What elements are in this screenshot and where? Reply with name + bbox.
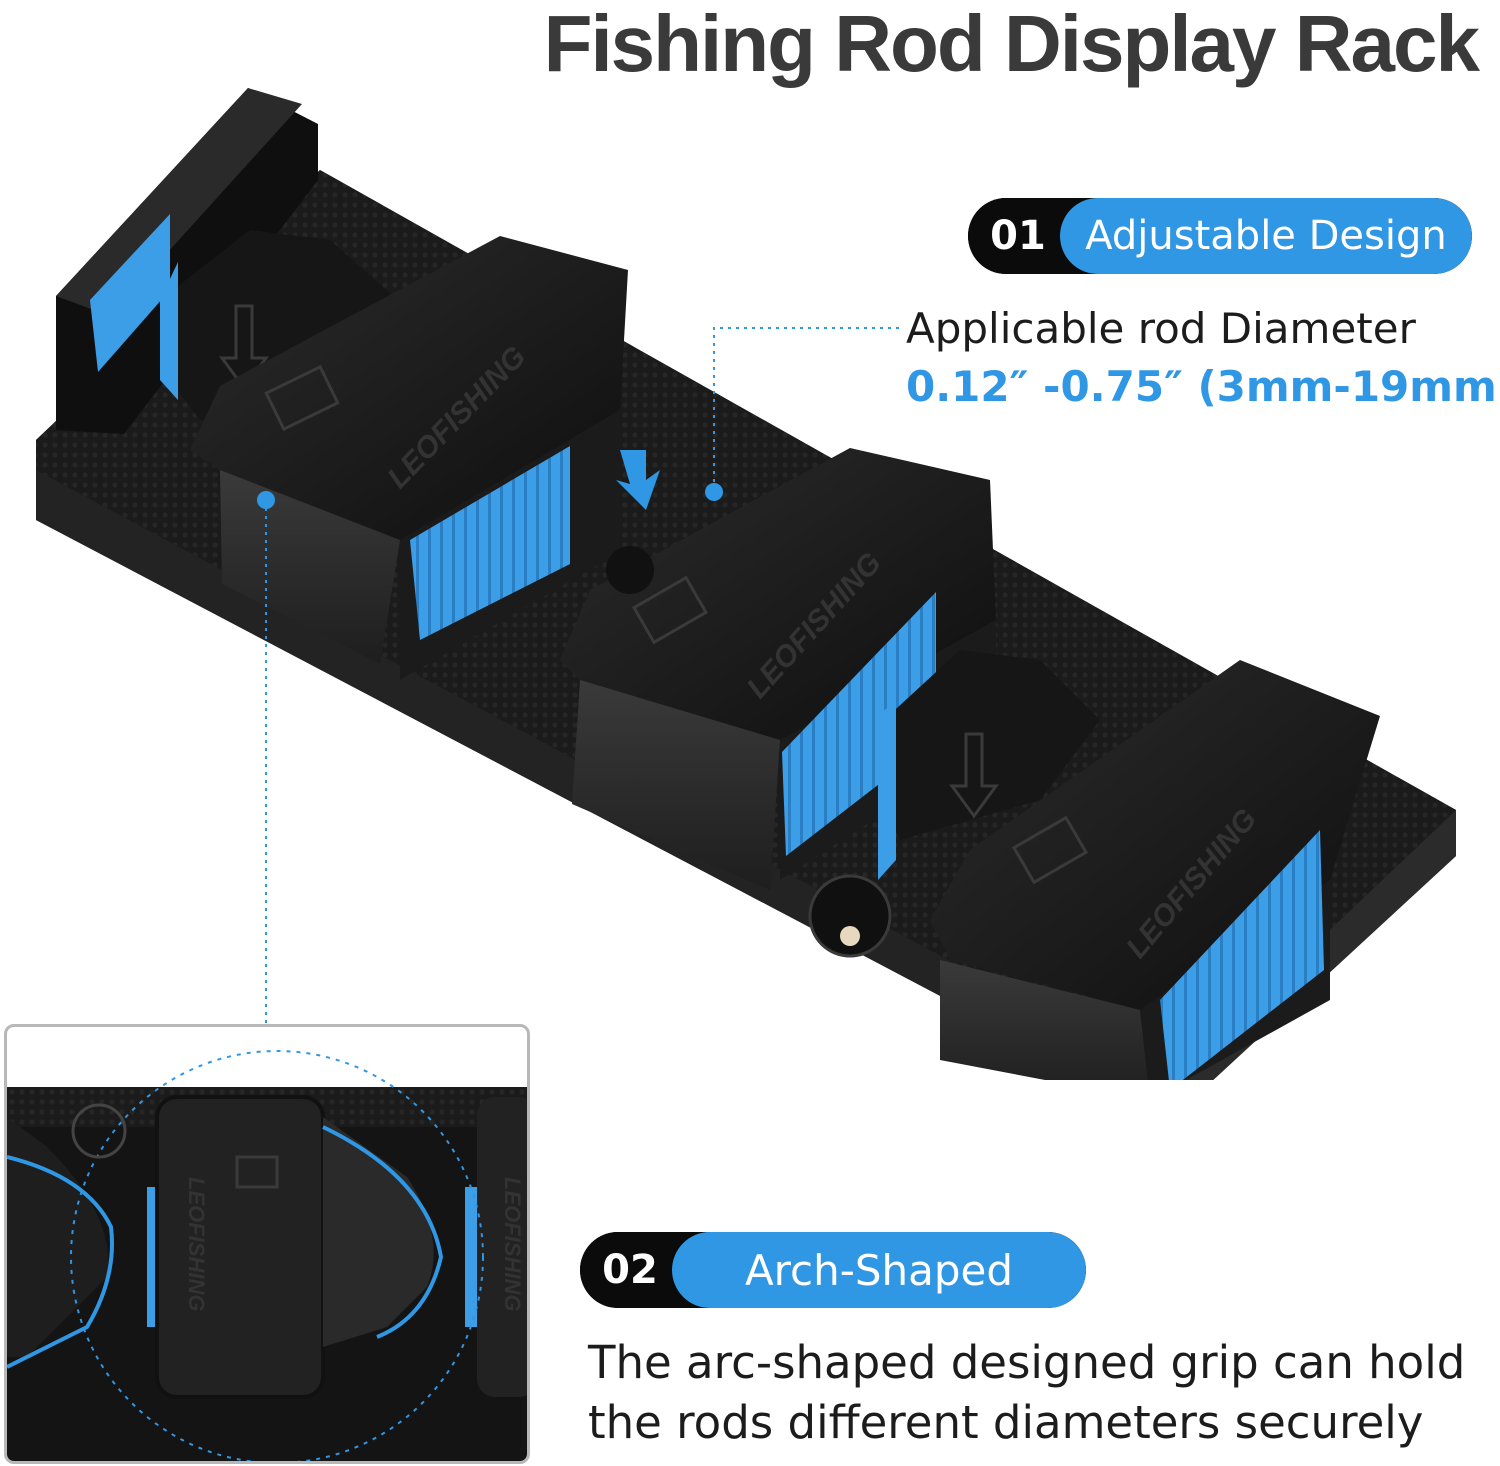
page-title: Fishing Rod Display Rack xyxy=(543,0,1480,88)
feature-description-line: the rods different diameters securely xyxy=(588,1396,1424,1449)
logo-mark-icon xyxy=(631,575,709,645)
callout-dot xyxy=(257,491,275,509)
clamp-1: LEOFISHING xyxy=(160,230,628,680)
diameter-value: 0.12″ -0.75″ (3mm-19mm) xyxy=(906,362,1500,411)
logo-mark-icon xyxy=(1011,815,1089,885)
arrow-down-icon xyxy=(949,732,999,819)
feature-label: Arch-Shaped xyxy=(672,1232,1086,1308)
closeup-inset: LEOFISHING LEOFISHING xyxy=(4,1024,530,1464)
feature-badge-1: 01 Adjustable Design xyxy=(968,198,1472,274)
feature-number: 01 xyxy=(968,198,1068,274)
logo-mark-icon xyxy=(235,1155,279,1189)
screw-hole-icon xyxy=(808,874,892,958)
callout-dot xyxy=(705,483,723,501)
logo-mark-icon xyxy=(264,364,340,432)
feature-badge-2: 02 Arch-Shaped xyxy=(580,1232,1086,1308)
feature-description-line: The arc-shaped designed grip can hold xyxy=(588,1336,1466,1389)
feature-label: Adjustable Design xyxy=(1060,198,1472,274)
diameter-label: Applicable rod Diameter xyxy=(906,304,1416,353)
end-stop xyxy=(56,88,318,434)
svg-text:LEOFISHING: LEOFISHING xyxy=(500,1177,525,1311)
callout-lines xyxy=(265,327,900,1024)
screw-hole-icon xyxy=(71,1103,127,1159)
clamp-3: LEOFISHING xyxy=(878,650,1380,1080)
feature-number: 02 xyxy=(580,1232,680,1308)
arrow-down-icon xyxy=(616,450,660,510)
product-image: LEOFISHING LEOFISHING LEOFISHING xyxy=(36,88,1456,1080)
svg-text:LEOFISHING: LEOFISHING xyxy=(184,1177,209,1311)
